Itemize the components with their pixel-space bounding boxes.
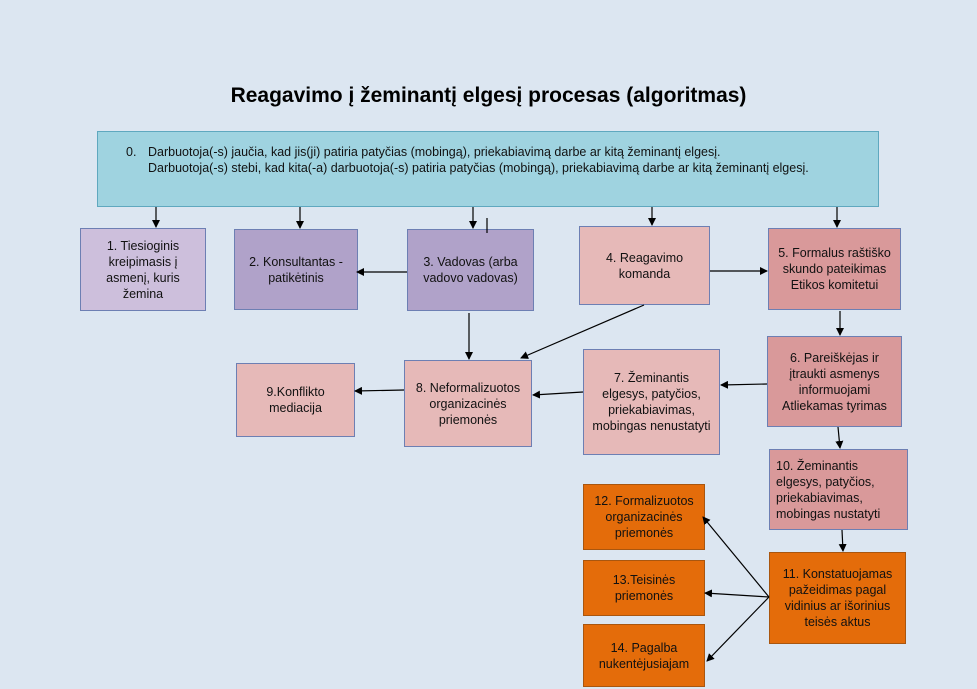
node-14-label: 14. Pagalba nukentėjusiajam (598, 640, 690, 671)
node-2-consultant: 2. Konsultantas - patikėtinis (234, 229, 358, 310)
arrow-6-to-10 (835, 426, 844, 449)
node-13-legal-measures: 13.Teisinės priemonės (583, 560, 705, 616)
node-3-manager: 3. Vadovas (arba vadovo vadovas) (407, 229, 534, 311)
node-10-label: 10. Žeminantis elgesys, patyčios, prieka… (776, 458, 881, 521)
node-10-established: 10. Žeminantis elgesys, patyčios, prieka… (769, 449, 908, 530)
node-8-informal-measures: 8. Neformalizuotos organizacinės priemon… (404, 360, 532, 447)
node-2-label: 2. Konsultantas - patikėtinis (249, 254, 343, 285)
node-9-mediation: 9.Konflikto mediacija (236, 363, 355, 437)
arrow-7-to-8 (532, 390, 584, 399)
node-7-not-established: 7. Žeminantis elgesys, patyčios, priekab… (583, 349, 720, 455)
node-11-label: 11. Konstatuojamas pažeidimas pagal vidi… (782, 567, 893, 629)
arrow-11-to-14 (706, 596, 770, 662)
node-0-line-1: Darbuotoja(-s) jaučia, kad jis(ji) patir… (148, 145, 721, 159)
arrow-6-to-7 (720, 380, 768, 389)
node-0-number: 0. (126, 145, 137, 159)
node-1-label: 1. Tiesioginis kreipimasis į asmenį, kur… (106, 238, 180, 301)
node-7-label: 7. Žeminantis elgesys, patyčios, priekab… (592, 371, 711, 433)
node-14-victim-support: 14. Pagalba nukentėjusiajam (583, 624, 705, 687)
node-5-label: 5. Formalus raštiško skundo pateikimas E… (778, 246, 891, 292)
diagram-title: Reagavimo į žeminantį elgesį procesas (a… (230, 84, 747, 107)
node-12-formal-measures: 12. Formalizuotos organizacinės priemonė… (583, 484, 705, 550)
node-13-label: 13.Teisinės priemonės (612, 573, 676, 603)
arrow-10-to-11 (838, 529, 847, 552)
node-4-label: 4. Reagavimo komanda (605, 250, 684, 281)
arrow-8-to-9 (354, 386, 405, 395)
node-9-label: 9.Konflikto mediacija (266, 385, 325, 415)
node-5-formal-complaint: 5. Formalus raštiško skundo pateikimas E… (768, 228, 901, 310)
node-1-direct-approach: 1. Tiesioginis kreipimasis į asmenį, kur… (80, 228, 206, 311)
node-11-violation: 11. Konstatuojamas pažeidimas pagal vidi… (769, 552, 906, 644)
node-8-label: 8. Neformalizuotos organizacinės priemon… (415, 380, 521, 427)
arrow-11-to-13 (704, 589, 770, 598)
node-12-label: 12. Formalizuotos organizacinės priemonė… (594, 494, 694, 540)
node-3-label: 3. Vadovas (arba vadovo vadovas) (423, 255, 518, 285)
arrow-4-to-8 (520, 304, 645, 359)
node-6-label: 6. Pareiškėjas ir įtraukti asmenys infor… (782, 350, 887, 413)
arrow-11-to-12 (702, 516, 770, 598)
node-6-investigation: 6. Pareiškėjas ir įtraukti asmenys infor… (767, 336, 902, 427)
node-4-response-team: 4. Reagavimo komanda (579, 226, 710, 305)
node-0-trigger: 0. Darbuotoja(-s) jaučia, kad jis(ji) pa… (97, 131, 879, 207)
node-0-line-2: Darbuotoja(-s) stebi, kad kita(-a) darbu… (148, 161, 809, 175)
